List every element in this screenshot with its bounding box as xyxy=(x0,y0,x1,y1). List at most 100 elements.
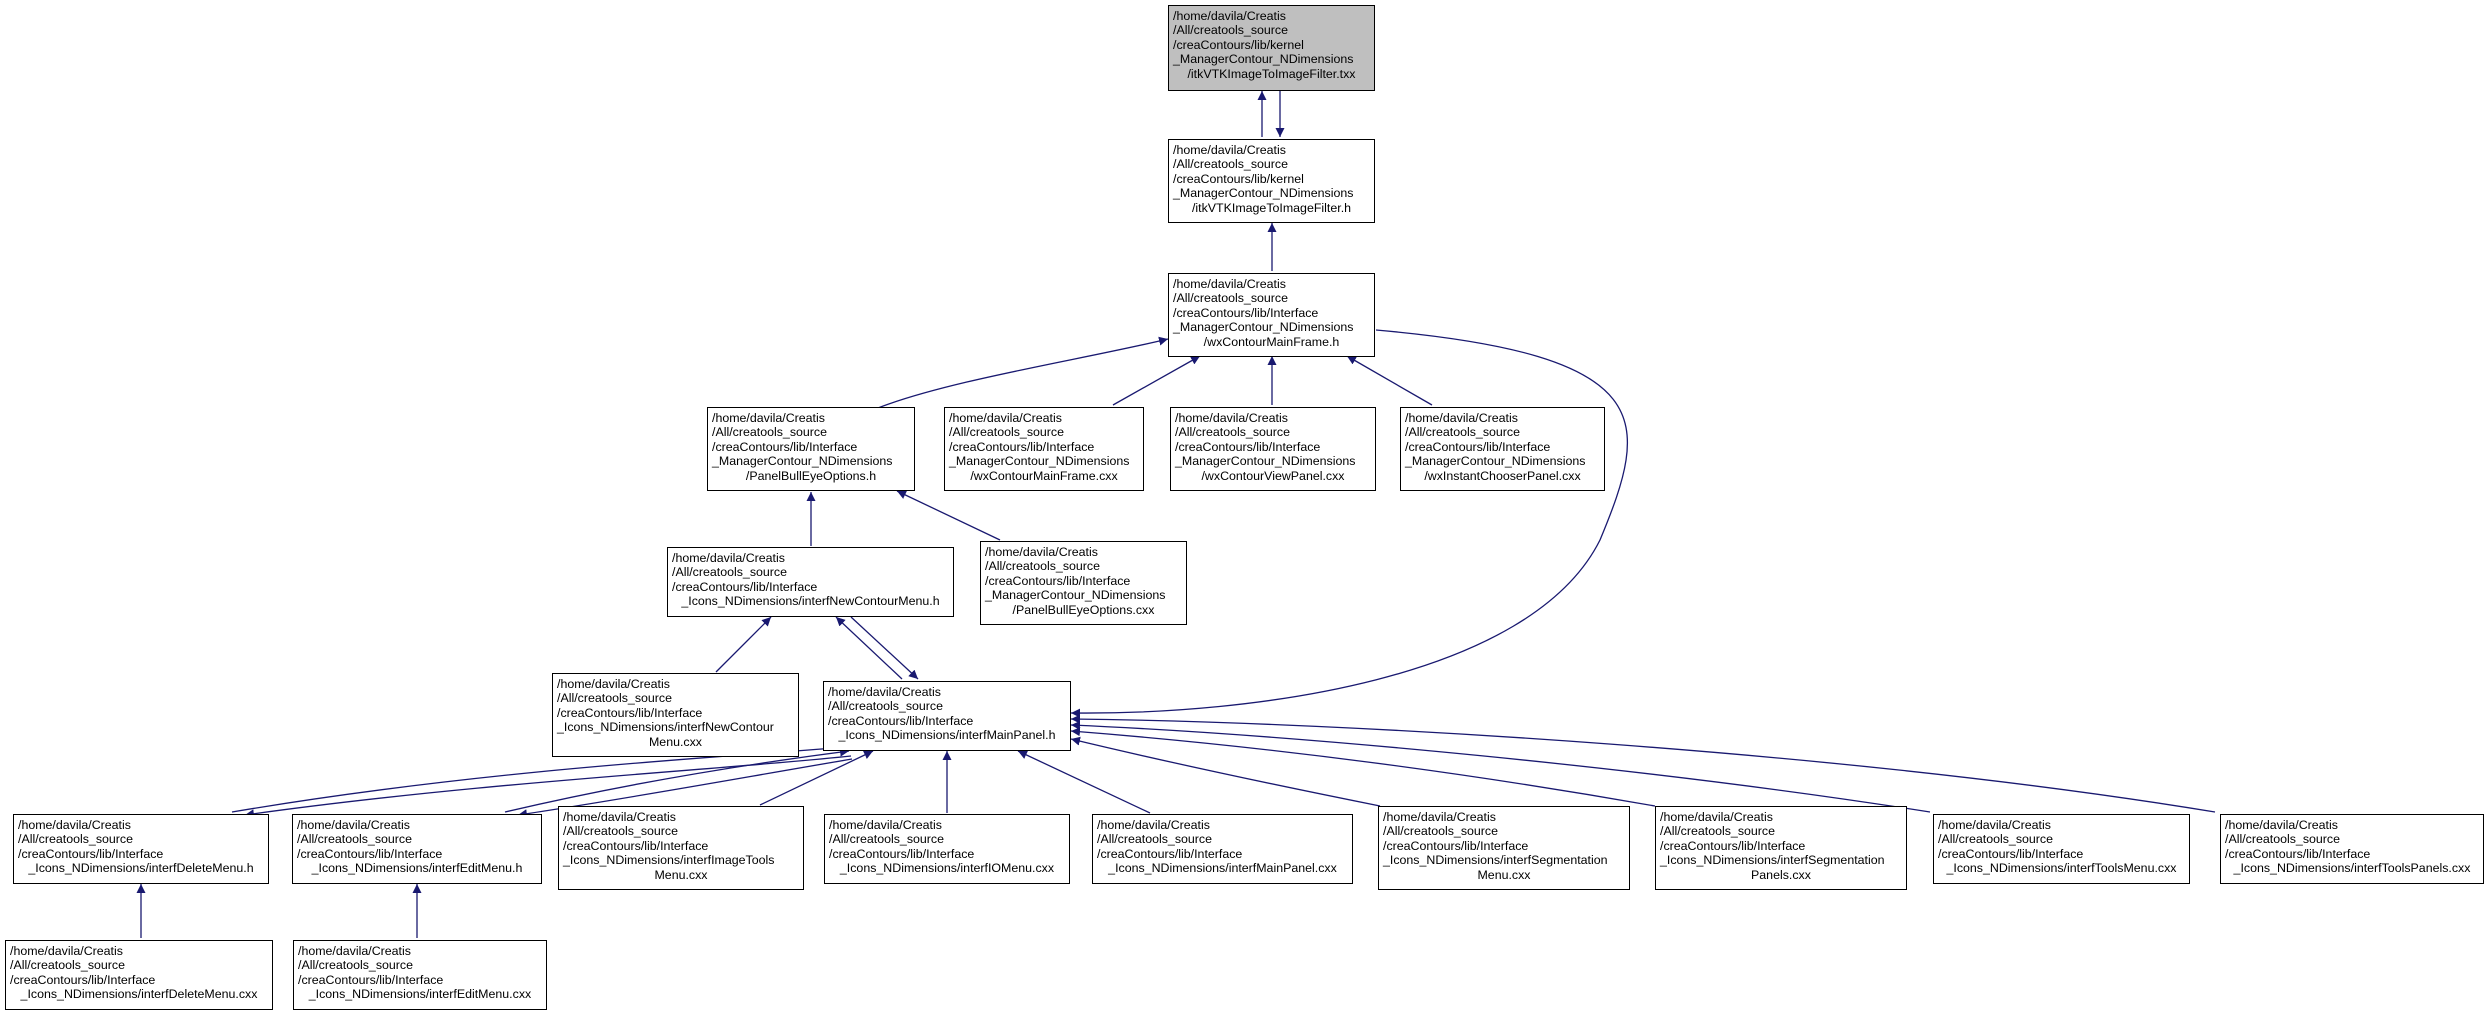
node-label-line: /All/creatools_source xyxy=(828,699,944,714)
node-label-line: /PanelBullEyeOptions.cxx xyxy=(1012,602,1155,617)
node-label-line: Menu.cxx xyxy=(648,734,703,749)
edge-n15-n10 xyxy=(1017,750,1151,814)
node-label-line: /creaContours/lib/Interface xyxy=(1938,846,2084,861)
node-interfSegmentationPanels-cxx[interactable]: /home/davila/Creatis/All/creatools_sourc… xyxy=(1655,806,1907,890)
node-label-line: /All/creatools_source xyxy=(18,832,134,847)
node-label-line: /home/davila/Creatis xyxy=(10,944,123,958)
node-label-line: /creaContours/lib/Interface xyxy=(1383,838,1529,853)
node-label-line: /wxInstantChooserPanel.cxx xyxy=(1424,468,1581,483)
node-label-line: /All/creatools_source xyxy=(1405,425,1521,440)
node-label-line: /All/creatools_source xyxy=(557,691,673,706)
node-interfNewContourMenu-cxx[interactable]: /home/davila/Creatis/All/creatools_sourc… xyxy=(552,673,799,757)
node-label-line: _ManagerContour_NDimensions xyxy=(1405,454,1586,469)
edge-n13-n10 xyxy=(759,750,874,806)
node-label-line: _ManagerContour_NDimensions xyxy=(712,454,893,469)
node-label-line: /wxContourMainFrame.h xyxy=(1203,334,1340,349)
node-label-line: /wxContourViewPanel.cxx xyxy=(1201,468,1345,483)
node-label-line: /creaContours/lib/Interface xyxy=(672,579,818,594)
node-PanelBullEyeOptions-cxx[interactable]: /home/davila/Creatis/All/creatools_sourc… xyxy=(980,541,1187,625)
node-label-line: /All/creatools_source xyxy=(1173,23,1289,38)
node-label-line: /home/davila/Creatis xyxy=(1175,411,1288,425)
edge-n8-n3 xyxy=(896,490,1001,541)
node-label-line: _Icons_NDimensions/interfNewContour xyxy=(557,720,774,735)
node-label-line: /home/davila/Creatis xyxy=(298,944,411,958)
edge-n3-n2 xyxy=(877,336,1169,409)
node-label-line: Menu.cxx xyxy=(1477,867,1531,882)
node-label-line: _Icons_NDimensions/interfEditMenu.cxx xyxy=(308,987,532,1002)
edge-n12-n10 xyxy=(504,747,850,813)
node-label-line: /All/creatools_source xyxy=(829,832,945,847)
node-interfImageToolsMenu-cxx[interactable]: /home/davila/Creatis/All/creatools_sourc… xyxy=(558,806,804,890)
node-label-line: _Icons_NDimensions/interfDeleteMenu.cxx xyxy=(20,987,258,1002)
node-interfSegmentationMenu-cxx[interactable]: /home/davila/Creatis/All/creatools_sourc… xyxy=(1378,806,1630,890)
node-interfMainPanel-cxx[interactable]: /home/davila/Creatis/All/creatools_sourc… xyxy=(1092,814,1353,884)
node-label-line: Menu.cxx xyxy=(654,867,708,882)
node-label-line: /creaContours/lib/Interface xyxy=(1660,838,1806,853)
node-wxInstantChooserPanel-cxx[interactable]: /home/davila/Creatis/All/creatools_sourc… xyxy=(1400,407,1605,491)
node-interfDeleteMenu-h[interactable]: /home/davila/Creatis/All/creatools_sourc… xyxy=(13,814,269,884)
node-interfToolsPanels-cxx[interactable]: /home/davila/Creatis/All/creatools_sourc… xyxy=(2220,814,2484,884)
node-label-line: /itkVTKImageToImageFilter.txx xyxy=(1187,66,1356,81)
node-label-line: /home/davila/Creatis xyxy=(672,551,785,565)
node-label-line: /wxContourMainFrame.cxx xyxy=(970,468,1118,483)
node-label-line: _ManagerContour_NDimensions xyxy=(985,588,1166,603)
node-label-line: /home/davila/Creatis xyxy=(557,677,670,691)
node-label-line: _Icons_NDimensions/interfSegmentation xyxy=(1660,853,1885,868)
node-label-line: /All/creatools_source xyxy=(1175,425,1291,440)
node-label-line: /creaContours/lib/Interface xyxy=(985,573,1131,588)
node-interfToolsMenu-cxx[interactable]: /home/davila/Creatis/All/creatools_sourc… xyxy=(1933,814,2190,884)
node-label-line: /home/davila/Creatis xyxy=(1660,810,1773,824)
node-label-line: /home/davila/Creatis xyxy=(1173,143,1286,157)
node-label-line: _ManagerContour_NDimensions xyxy=(1173,186,1354,201)
node-label-line: /All/creatools_source xyxy=(10,958,126,973)
node-label-line: /home/davila/Creatis xyxy=(18,818,131,832)
node-label-line: /All/creatools_source xyxy=(949,425,1065,440)
node-label-line: /creaContours/lib/Interface xyxy=(1097,846,1243,861)
node-label-line: /creaContours/lib/kernel xyxy=(1173,37,1304,52)
node-label-line: /creaContours/lib/Interface xyxy=(298,972,444,987)
node-label-line: /home/davila/Creatis xyxy=(2225,818,2338,832)
node-label-line: _Icons_NDimensions/interfIOMenu.cxx xyxy=(839,861,1055,876)
node-interfEditMenu-h[interactable]: /home/davila/Creatis/All/creatools_sourc… xyxy=(292,814,542,884)
node-label-line: /All/creatools_source xyxy=(1938,832,2054,847)
node-label-line: /creaContours/lib/kernel xyxy=(1173,171,1304,186)
edge-n17-n10 xyxy=(1070,727,1656,807)
node-wxContourMainFrame-h[interactable]: /home/davila/Creatis/All/creatools_sourc… xyxy=(1168,273,1375,357)
node-interfNewContourMenu-h[interactable]: /home/davila/Creatis/All/creatools_sourc… xyxy=(667,547,954,617)
node-interfMainPanel-h[interactable]: /home/davila/Creatis/All/creatools_sourc… xyxy=(823,681,1071,751)
node-label-line: _Icons_NDimensions/interfMainPanel.h xyxy=(838,728,1056,743)
node-label-line: /creaContours/lib/Interface xyxy=(563,838,709,853)
node-wxContourViewPanel-cxx[interactable]: /home/davila/Creatis/All/creatools_sourc… xyxy=(1170,407,1376,491)
edge-n10-n2 xyxy=(1070,329,1629,718)
node-itkVTKImageToImageFilter-txx[interactable]: /home/davila/Creatis/All/creatools_sourc… xyxy=(1168,5,1375,91)
node-label-line: /PanelBullEyeOptions.h xyxy=(745,468,877,483)
node-label-line: /creaContours/lib/Interface xyxy=(949,439,1095,454)
node-label-line: /home/davila/Creatis xyxy=(297,818,410,832)
node-wxContourMainFrame-cxx[interactable]: /home/davila/Creatis/All/creatools_sourc… xyxy=(944,407,1144,491)
node-label-line: _Icons_NDimensions/interfMainPanel.cxx xyxy=(1108,861,1337,876)
node-label-line: /All/creatools_source xyxy=(563,824,679,839)
node-label-line: /home/davila/Creatis xyxy=(1173,277,1286,291)
node-label-line: /All/creatools_source xyxy=(2225,832,2341,847)
node-label-line: _Icons_NDimensions/interfDeleteMenu.h xyxy=(28,861,254,876)
node-PanelBullEyeOptions-h[interactable]: /home/davila/Creatis/All/creatools_sourc… xyxy=(707,407,915,491)
node-label-line: /home/davila/Creatis xyxy=(985,545,1098,559)
node-label-line: _Icons_NDimensions/interfToolsMenu.cxx xyxy=(1946,861,2177,876)
node-interfEditMenu-cxx[interactable]: /home/davila/Creatis/All/creatools_sourc… xyxy=(293,940,547,1010)
node-interfDeleteMenu-cxx[interactable]: /home/davila/Creatis/All/creatools_sourc… xyxy=(5,940,273,1010)
node-itkVTKImageToImageFilter-h[interactable]: /home/davila/Creatis/All/creatools_sourc… xyxy=(1168,139,1375,223)
node-label-line: _ManagerContour_NDimensions xyxy=(1173,52,1354,67)
node-interfIOMenu-cxx[interactable]: /home/davila/Creatis/All/creatools_sourc… xyxy=(824,814,1070,884)
node-label-line: /All/creatools_source xyxy=(1660,824,1776,839)
node-label-line: _ManagerContour_NDimensions xyxy=(1175,454,1356,469)
edge-n10-n7 xyxy=(835,616,903,680)
node-label-line: /home/davila/Creatis xyxy=(1383,810,1496,824)
node-label-line: /creaContours/lib/Interface xyxy=(10,972,156,987)
node-label-line: /All/creatools_source xyxy=(1173,157,1289,172)
node-label-line: /All/creatools_source xyxy=(672,565,788,580)
node-label-line: _Icons_NDimensions/interfImageTools xyxy=(563,853,775,868)
node-label-line: /home/davila/Creatis xyxy=(712,411,825,425)
node-label-line: _Icons_NDimensions/interfNewContourMenu.… xyxy=(681,594,940,609)
node-label-line: /home/davila/Creatis xyxy=(1405,411,1518,425)
edge-n6-n2 xyxy=(1346,355,1433,406)
